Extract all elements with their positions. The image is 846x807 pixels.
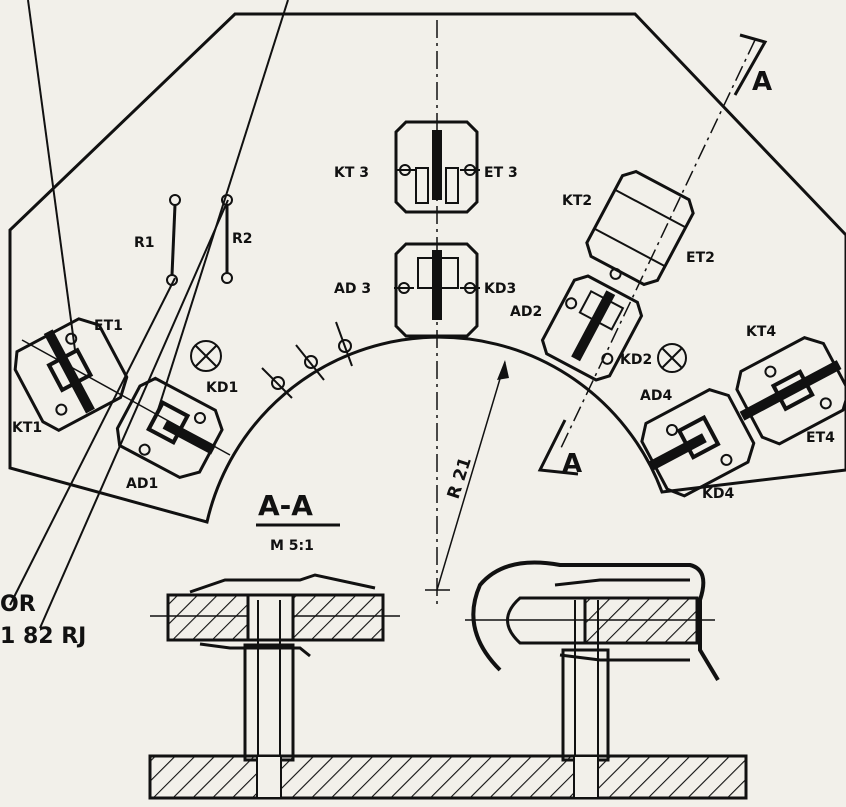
base-plate [148, 754, 748, 800]
section-title: A-A [258, 489, 313, 522]
section-marker-top [733, 33, 768, 96]
board-outline [8, 12, 846, 524]
cross-section-right [465, 560, 720, 790]
component-kt3 [394, 120, 480, 214]
label-kt2: KT2 [562, 193, 592, 209]
radius-arrow [497, 360, 509, 380]
base-plate-hole-right [573, 755, 599, 799]
label-kd4: KD4 [702, 486, 734, 502]
component-kt4 [735, 336, 846, 446]
label-r1: R1 [134, 235, 155, 251]
label-r2: R2 [232, 231, 253, 247]
section-marker-bottom [537, 419, 579, 476]
resistor-r2 [221, 194, 233, 284]
label-kt1: KT1 [12, 420, 42, 436]
pad-row [261, 321, 353, 399]
radius-line [436, 361, 506, 591]
test-point-kd1 [190, 340, 222, 372]
label-ad2: AD2 [510, 304, 542, 320]
section-scale: M 5:1 [270, 538, 314, 554]
component-et1 [13, 317, 129, 432]
label-et2: ET2 [686, 250, 715, 266]
label-ad4: AD4 [640, 388, 672, 404]
component-kt2 [585, 169, 695, 287]
base-plate-hole-left [256, 755, 282, 799]
leader-line [9, 277, 176, 606]
label-et1: ET1 [94, 318, 123, 334]
section-marker-top-label: A [752, 67, 772, 97]
leader-line [27, 0, 76, 351]
test-point-kd2 [657, 343, 687, 373]
component-ad4 [640, 388, 756, 498]
component-ad3 [394, 242, 480, 338]
label-ad3: AD 3 [334, 281, 371, 297]
label-et3: ET 3 [484, 165, 518, 181]
label-ad1: AD1 [126, 476, 158, 492]
label-kd3: KD3 [484, 281, 516, 297]
leader-line [39, 199, 229, 629]
callout-text-2: 1 82 RJ [0, 624, 86, 649]
callout-text-1: OR [0, 592, 36, 617]
section-line [559, 39, 756, 451]
label-kt3: KT 3 [334, 165, 369, 181]
label-kd2: KD2 [620, 352, 652, 368]
label-kd1: KD1 [206, 380, 238, 396]
label-et4: ET4 [806, 430, 835, 446]
cross-section-left [150, 573, 400, 790]
resistor-r1 [166, 194, 181, 286]
section-marker-bottom-label: A [562, 449, 582, 479]
leader-line [157, 0, 289, 411]
component-ad2 [540, 274, 644, 382]
label-kt4: KT4 [746, 324, 776, 340]
component-ad1 [115, 376, 224, 480]
